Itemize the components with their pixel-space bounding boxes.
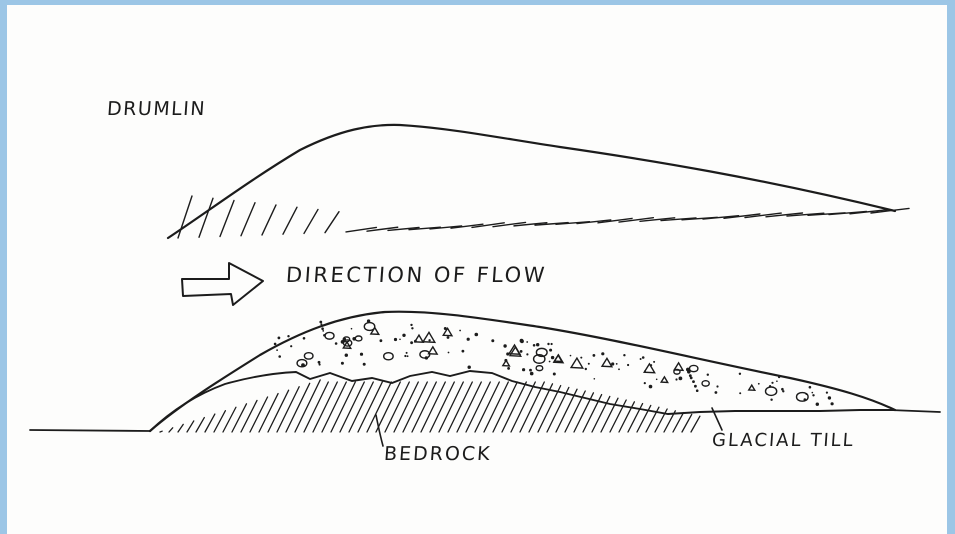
diagram-title: DRUMLIN (106, 98, 207, 120)
ground-line (30, 430, 150, 431)
right-arrow-icon (182, 263, 263, 305)
drumlin-upper-sketch (168, 125, 909, 238)
till-outline (150, 312, 895, 431)
bedrock-surface (150, 371, 895, 431)
till-clasts (274, 319, 834, 406)
ground-line-right (890, 410, 940, 412)
glacial-till-label: GLACIAL TILL (711, 430, 855, 451)
drumlin-shading (178, 196, 909, 238)
drumlin-outline (168, 125, 895, 238)
cross-section-sketch (30, 312, 940, 446)
bedrock-label: BEDROCK (383, 443, 492, 465)
flow-direction-label: DIRECTION OF FLOW (285, 263, 548, 287)
